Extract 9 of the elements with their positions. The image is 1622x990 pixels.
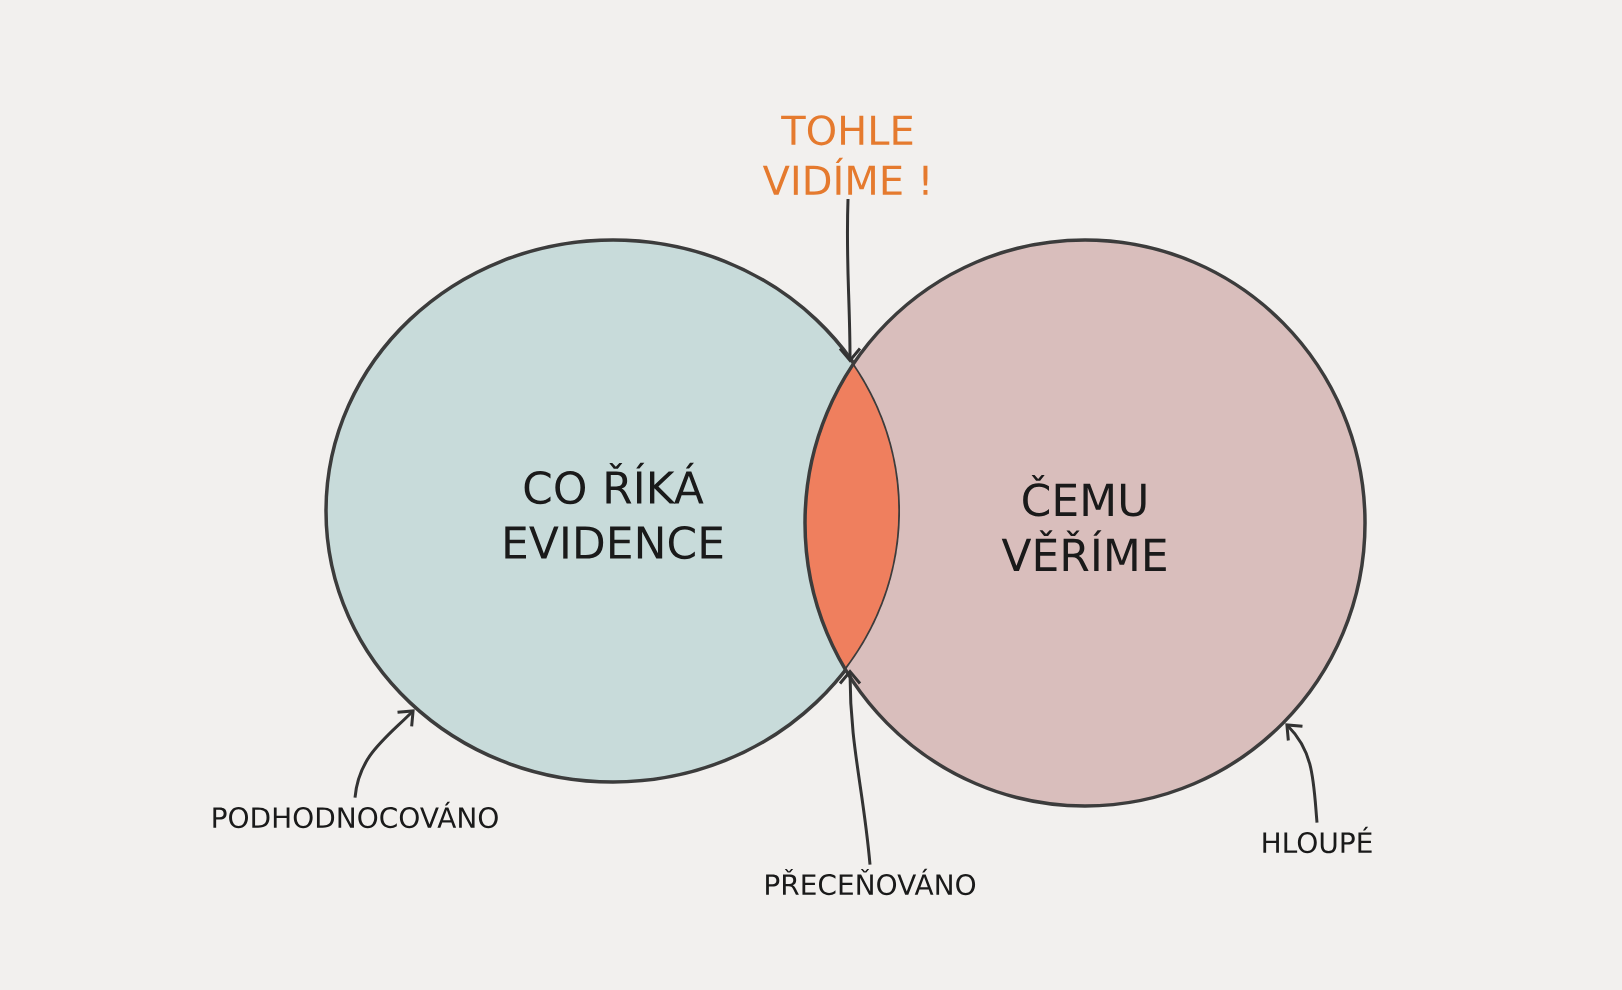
callout-text: TOHLE VIDÍME ! [762, 115, 928, 195]
arrow [1285, 723, 1319, 823]
arrow [838, 199, 862, 363]
callout-text: PŘECEŇOVÁNO [766, 868, 976, 896]
callout-text: PODHODNOCOVÁNO [213, 801, 498, 829]
arrow [353, 709, 415, 798]
arrow [838, 669, 872, 865]
callout-text: HLOUPÉ [1263, 826, 1372, 854]
overlap-region [805, 364, 900, 669]
